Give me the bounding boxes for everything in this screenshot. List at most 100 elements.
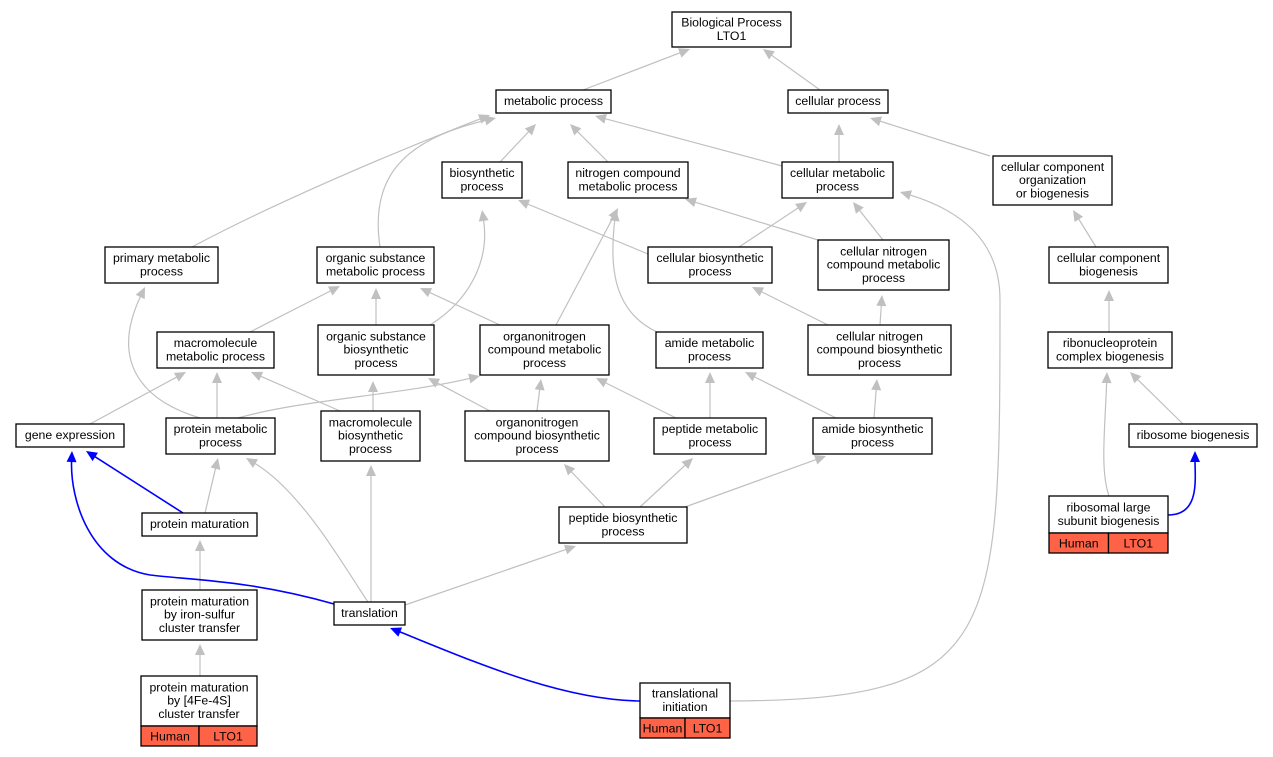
edge-protmet-to-primary (128, 287, 201, 419)
node-label-line: cluster transfer (159, 621, 240, 635)
node-label-line: or biogenesis (1016, 187, 1089, 201)
node-label-line: protein maturation (150, 594, 249, 608)
node-label-line: macromolecule (174, 336, 258, 350)
node-label-line: protein maturation (150, 517, 249, 531)
annotation-label: LTO1 (693, 722, 723, 736)
node-box (653, 417, 767, 455)
node-label-line: cellular nitrogen (840, 244, 927, 258)
node-box (165, 417, 276, 455)
node-label-line: cellular process (795, 94, 880, 108)
node-label-line: metabolic process (504, 94, 603, 108)
edge-transl-to-protmet (246, 458, 369, 603)
graph-edges (66, 48, 1200, 702)
node-label-line: process (816, 179, 859, 193)
node-box (104, 246, 219, 284)
annotation-label: LTO1 (213, 730, 243, 744)
node-box (141, 512, 258, 537)
node-label-line: metabolic process (326, 264, 425, 278)
node-box (812, 417, 933, 455)
node-box (495, 89, 612, 114)
edge-amidebio-to-amidemet (745, 372, 837, 419)
edge-cellmet-to-cellp (834, 124, 844, 162)
node-label-line: subunit biogenesis (1058, 514, 1160, 528)
node-box (441, 161, 523, 199)
node-cellp[interactable]: cellular process (787, 89, 889, 114)
node-label-line: cluster transfer (158, 707, 239, 721)
node-label-line: process (354, 356, 397, 370)
edge-riblarge-to-ribobio (1167, 451, 1200, 516)
edge-ccob-to-cellp (870, 116, 991, 157)
node-label-line: metabolic process (578, 179, 677, 193)
edge-macromet-to-orgsub (249, 286, 340, 333)
node-label-line: cellular biosynthetic (656, 251, 763, 265)
node-box (156, 331, 275, 369)
edge-protmat4fe-to-protmatfes (195, 644, 205, 676)
edge-cellmet-to-metab (595, 114, 783, 167)
edge-transinit-to-cellmet (729, 190, 1001, 702)
edge-orgsubbio-to-orgsub (371, 288, 381, 325)
node-label-line: primary metabolic (113, 251, 210, 265)
node-label-line: process (858, 356, 901, 370)
edge-cellp-to-bp (763, 49, 821, 91)
edge-rnpbio-to-ccbio (1104, 290, 1114, 332)
node-box (567, 161, 689, 199)
node-label-line: protein maturation (149, 680, 248, 694)
node-label-line: process (851, 435, 894, 449)
node-geneexp[interactable]: gene expression (15, 423, 125, 448)
node-metab[interactable]: metabolic process (495, 89, 612, 114)
edge-orgnitro-to-nitro (555, 208, 618, 326)
edge-peptmet-to-amidemet (705, 372, 715, 418)
node-label-line: process (688, 349, 731, 363)
node-protmat[interactable]: protein maturation (141, 512, 258, 537)
node-label-line: cellular nitrogen (836, 329, 923, 343)
node-box (558, 506, 688, 544)
edge-metab-to-bp (582, 48, 690, 91)
edge-protmatfes-to-protmat (195, 540, 205, 590)
node-label-line: biosynthetic (344, 343, 409, 357)
node-label-line: process (523, 356, 566, 370)
node-box (464, 410, 610, 462)
node-label-line: ribosomal large (1066, 501, 1150, 515)
node-box (1128, 423, 1258, 448)
node-transl[interactable]: translation (333, 601, 406, 626)
edge-transinit-to-transl (390, 627, 641, 702)
edge-protmet-to-orgnitro (237, 373, 480, 419)
node-box (647, 246, 773, 284)
node-box (15, 423, 125, 448)
edge-cellnitrobio-to-cellnitro (876, 295, 887, 326)
edge-orgsubbio-to-biosyn (429, 210, 489, 326)
annotation-label: Human (1059, 537, 1099, 551)
node-label-line: organic substance (326, 329, 426, 343)
edge-macrobio-to-macromet (251, 371, 341, 412)
node-ribobio[interactable]: ribosome biogenesis (1128, 423, 1258, 448)
node-label-line: cellular metabolic (790, 166, 885, 180)
edge-geneexp-to-macromet (89, 372, 186, 425)
node-label-line: ribonucleoprotein (1063, 336, 1158, 350)
